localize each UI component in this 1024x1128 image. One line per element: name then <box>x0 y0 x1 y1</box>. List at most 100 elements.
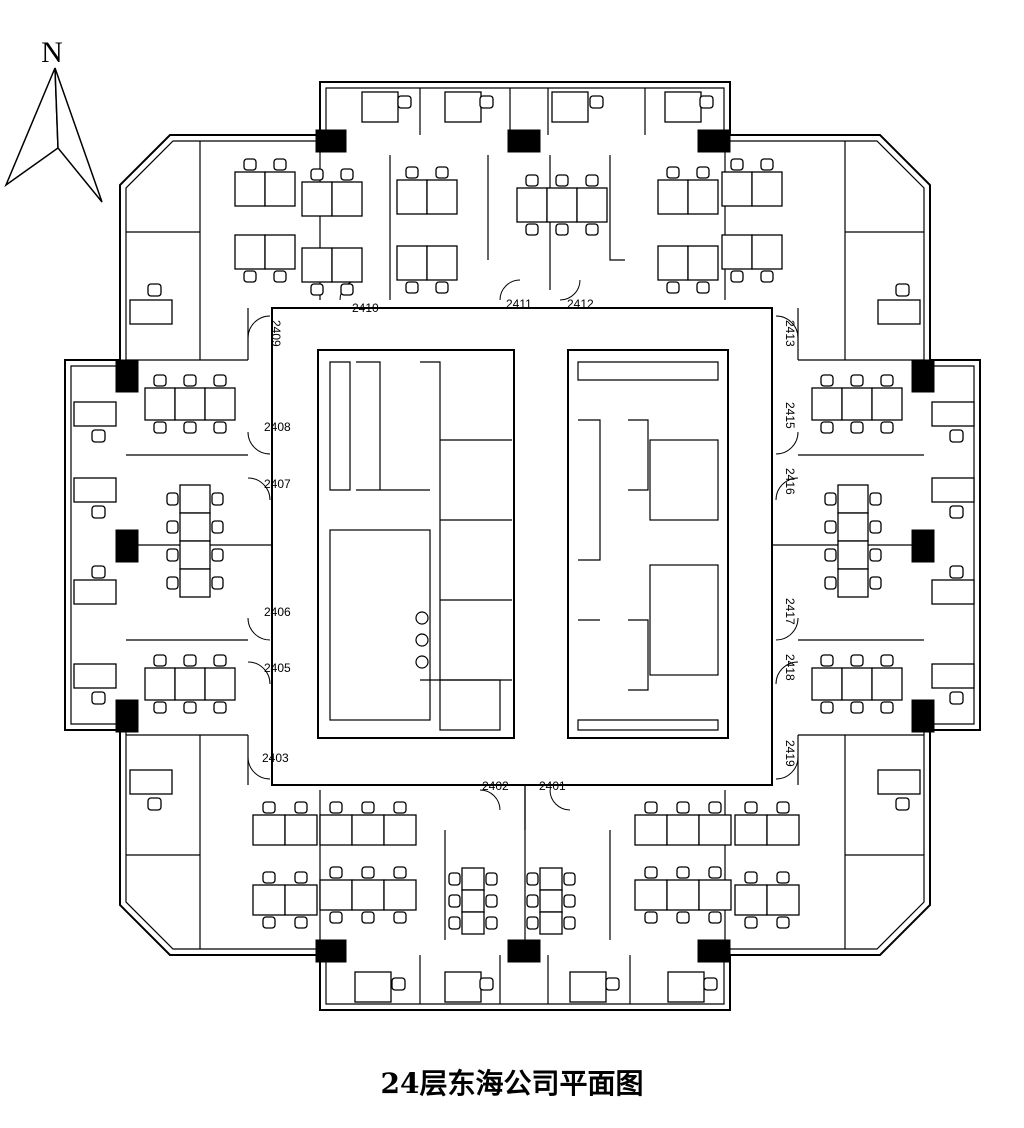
desk <box>73 477 117 503</box>
chair <box>183 421 197 434</box>
room-label-2409: 2409 <box>269 320 283 347</box>
chair <box>824 548 837 562</box>
chair <box>699 95 714 109</box>
chair <box>294 871 308 884</box>
chair <box>166 520 179 534</box>
chair <box>776 871 790 884</box>
chair <box>525 174 539 187</box>
desk <box>666 879 700 911</box>
chair <box>153 421 167 434</box>
desk <box>687 245 719 281</box>
desk <box>721 234 753 270</box>
desk <box>174 387 206 421</box>
chair <box>273 158 287 171</box>
chair <box>730 158 744 171</box>
chair <box>730 270 744 283</box>
chair <box>262 871 276 884</box>
chair <box>479 977 494 991</box>
chair <box>340 283 354 296</box>
chair <box>448 894 461 908</box>
room-label-2411: 2411 <box>506 297 532 311</box>
chair <box>91 691 106 705</box>
desk <box>687 179 719 215</box>
chair <box>183 654 197 667</box>
chair <box>147 797 162 811</box>
desk <box>877 769 921 795</box>
chair <box>405 166 419 179</box>
chair <box>243 270 257 283</box>
chair <box>676 911 690 924</box>
desk <box>516 187 548 223</box>
desk <box>144 387 176 421</box>
chair <box>393 801 407 814</box>
room-label-2407: 2407 <box>264 477 291 491</box>
desk <box>204 667 236 701</box>
chair <box>166 492 179 506</box>
desk <box>252 884 286 916</box>
chair <box>776 916 790 929</box>
chair <box>880 421 894 434</box>
chair <box>880 701 894 714</box>
desk <box>551 91 589 123</box>
chair <box>820 421 834 434</box>
chair <box>895 797 910 811</box>
chair <box>213 654 227 667</box>
chair <box>949 565 964 579</box>
chair <box>869 548 882 562</box>
desk <box>634 814 668 846</box>
desk <box>234 234 266 270</box>
desk <box>351 814 385 846</box>
desk <box>383 879 417 911</box>
chair <box>850 421 864 434</box>
desk <box>129 769 173 795</box>
chair <box>949 691 964 705</box>
chair <box>91 505 106 519</box>
chair <box>273 270 287 283</box>
chair <box>895 283 910 297</box>
stair-upper <box>649 439 719 521</box>
room-label-2412: 2412 <box>567 297 594 311</box>
chair <box>213 701 227 714</box>
chair <box>949 505 964 519</box>
desk <box>234 171 266 207</box>
chair <box>824 520 837 534</box>
chair <box>294 801 308 814</box>
desk <box>931 477 975 503</box>
desk <box>766 884 800 916</box>
chair <box>405 281 419 294</box>
desk <box>174 667 206 701</box>
desk <box>252 814 286 846</box>
chair <box>644 866 658 879</box>
desk <box>426 245 458 281</box>
chair <box>243 158 257 171</box>
desk <box>361 91 399 123</box>
chair <box>644 911 658 924</box>
chair <box>147 283 162 297</box>
desk <box>461 867 485 891</box>
chair <box>213 374 227 387</box>
chair <box>448 916 461 930</box>
desk <box>264 171 296 207</box>
room-label-2416: 2416 <box>783 468 797 495</box>
desk <box>354 971 392 1003</box>
desk <box>73 401 117 427</box>
chair <box>555 174 569 187</box>
desk <box>811 387 843 421</box>
chair <box>262 801 276 814</box>
desk <box>301 181 333 217</box>
desk <box>811 667 843 701</box>
chair <box>213 421 227 434</box>
furniture <box>73 91 975 1003</box>
desk <box>666 814 700 846</box>
desk <box>179 512 211 542</box>
desk <box>569 971 607 1003</box>
desk <box>461 889 485 913</box>
chair <box>949 429 964 443</box>
desk <box>871 667 903 701</box>
room-label-2403: 2403 <box>262 751 289 765</box>
chair <box>666 166 680 179</box>
desk <box>539 889 563 913</box>
desk <box>539 911 563 935</box>
desk <box>426 179 458 215</box>
